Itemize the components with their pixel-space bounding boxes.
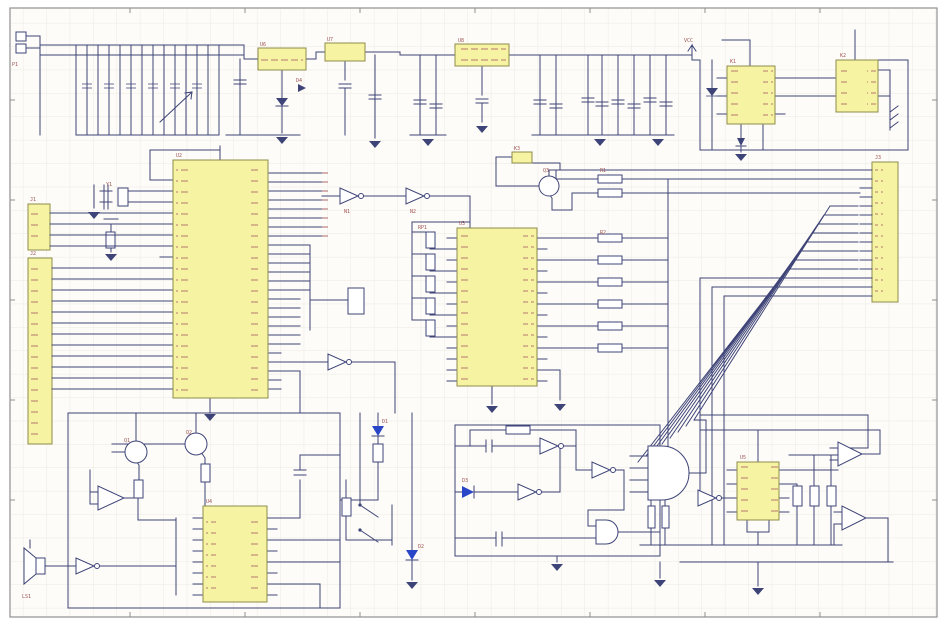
component-label: U7 <box>327 37 333 43</box>
mcu-section <box>88 145 396 421</box>
sheet-frame <box>9 7 938 618</box>
component-label: R2 <box>600 230 606 236</box>
component-label: K3 <box>514 146 520 152</box>
component-label: N2 <box>410 209 416 215</box>
oscillator-section <box>454 424 661 571</box>
component-label: D4 <box>296 78 302 84</box>
component-label: Q1 <box>124 438 130 444</box>
audio-driver-section <box>23 412 419 609</box>
component-label: U6 <box>260 42 266 48</box>
component-label: U2 <box>176 153 182 159</box>
component-label: Q3 <box>543 168 549 174</box>
regulator-ic-2 <box>324 42 366 62</box>
component-label: RP1 <box>418 225 427 231</box>
component-label: J1 <box>30 197 36 203</box>
component-label: K1 <box>730 59 736 65</box>
component-label: R1 <box>600 168 606 174</box>
mid-inverters <box>321 187 471 229</box>
component-label: J2 <box>30 251 36 257</box>
output-logic-section <box>629 414 894 595</box>
component-label: Y1 <box>106 182 112 188</box>
component-label: K2 <box>840 53 846 59</box>
left-connectors <box>27 203 161 445</box>
right-connector <box>859 161 899 303</box>
component-label: D2 <box>418 544 424 550</box>
component-label: P1 <box>12 62 18 68</box>
mid-ic-section <box>411 178 669 463</box>
component-label: VCC <box>684 38 693 44</box>
driver-transistor-cluster <box>495 151 623 211</box>
component-label: Q2 <box>186 430 192 436</box>
component-label: U8 <box>458 38 464 44</box>
component-label: U4 <box>206 499 212 505</box>
power-input-section <box>15 31 245 136</box>
component-label: D1 <box>382 419 388 425</box>
component-label: U5 <box>740 455 746 461</box>
component-label: J3 <box>875 155 881 161</box>
component-label: U3 <box>459 221 465 227</box>
component-label: LS1 <box>22 594 31 600</box>
mini-relay <box>511 151 533 164</box>
component-label: N1 <box>344 209 350 215</box>
relay-section <box>699 29 909 161</box>
component-label: D3 <box>462 478 468 484</box>
voltage-regulator-section <box>225 42 701 148</box>
